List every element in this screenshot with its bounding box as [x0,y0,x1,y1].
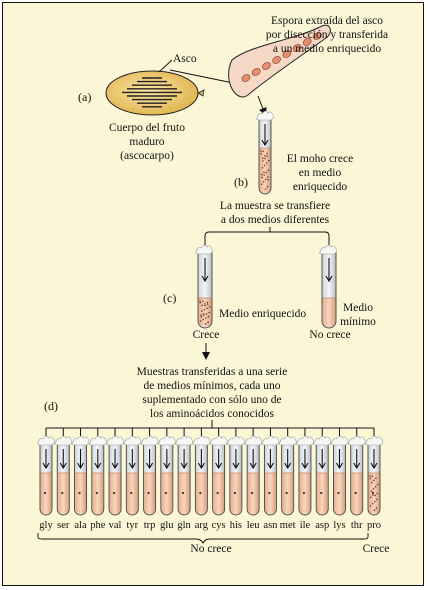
tube-cys [209,435,228,516]
tube-gln [175,435,194,516]
ascospore [262,62,271,70]
aa-label-glu: glu [160,520,174,531]
grows-label-1: El moho crece [287,153,353,165]
ascospore [251,68,261,76]
aa-label-ile: ile [300,520,311,531]
tube-leu [244,435,263,516]
step-a-label: (a) [78,90,91,104]
step-b-label: (b) [234,175,248,189]
series-label-2: de medios mínimos, cada uno [143,380,280,392]
series-bracket [45,420,375,436]
fruit-body-label-3: (ascocarpo) [120,150,174,162]
aa-label-lys: lys [333,520,345,531]
aa-label-pro: pro [367,520,381,531]
aa-label-cys: cys [212,520,226,531]
rich-medium-label: Medio enriquecido [219,308,306,320]
fruit-body-label-1: Cuerpo del fruto [109,122,185,134]
ascocarp-fruit-body [105,70,205,116]
asco-label: Asco [173,53,197,65]
enlarged-ascus [228,24,331,98]
tube-ile [295,435,314,516]
aa-label-thr: thr [351,520,363,531]
series-label-4: los aminoácidos conocidos [150,408,274,420]
no-crece-label: No crece [309,329,350,341]
spore-label-1: Espora extraída del asco [271,15,383,27]
aa-label-his: his [230,520,242,531]
ascospore [302,38,312,46]
transfer-label-2: a dos medios diferentes [221,214,330,226]
series-label-1: Muestras transferidas a una serie [137,366,288,378]
aa-label-gly: gly [39,520,53,531]
grows-label-3: enriquecido [293,181,348,193]
tube-tyr [123,435,142,516]
spore-label-3: a un medio enriquecido [273,43,382,55]
aa-label-leu: leu [247,520,261,531]
step-c-label: (c) [163,291,176,305]
arrow-to-ascus [169,69,240,87]
tube-trp [140,435,159,516]
ascospore [272,56,281,64]
aa-label-asn: asn [263,520,278,531]
tube-his [226,435,245,516]
aa-label-asp: asp [315,520,329,531]
aa-label-arg: arg [195,520,209,531]
aa-label-tyr: tyr [126,520,138,531]
tube-glu [157,435,176,516]
fruit-body-label-2: maduro [129,136,164,148]
aa-label-trp: trp [144,520,156,531]
tube-lys [330,435,349,516]
aa-label-ala: ala [74,520,87,531]
tube-rich-medium-growth [256,110,274,195]
aa-label-phe: phe [90,520,106,531]
tube-ala [71,435,90,516]
aa-label-val: val [109,520,122,531]
no-growth-brace [37,533,369,545]
tube-thr [347,435,366,516]
aa-label-ser: ser [57,520,70,531]
transfer-label-1: La muestra se transfiere [220,200,330,212]
aa-label-met: met [280,520,296,531]
tube-arg [192,435,211,516]
amino-acid-tube-row [37,435,383,516]
tube-phe [88,435,107,516]
tube-ser [54,435,73,516]
step-d-label: (d) [44,399,58,413]
aa-label-gln: gln [177,520,191,531]
ascospore [292,44,302,52]
tube-rich-medium [195,244,213,329]
ascospore [313,32,322,40]
bottom-no-crece-label: No crece [190,543,231,555]
spore-label-2: por disección y transferida [266,29,388,41]
tube-gly [37,435,55,516]
split-bracket [204,227,330,245]
tube-minimal-medium [319,244,337,329]
min-medium-label-2: mínimo [340,316,376,328]
ascospore [241,74,251,82]
tube-asn [261,435,280,516]
tube-val [106,435,125,516]
tube-pro [365,435,383,516]
min-medium-label-1: Medio [343,302,373,314]
series-label-3: suplementado con sólo uno de [142,394,281,406]
tube-met [278,435,297,516]
ascospore [282,50,292,58]
tube-asp [313,435,332,516]
grows-label-2: en medio [299,167,342,179]
crece-label: Crece [193,329,220,341]
asco-pointer [158,59,173,73]
bottom-crece-label: Crece [363,543,390,555]
arrow-to-tube-b [257,95,267,116]
